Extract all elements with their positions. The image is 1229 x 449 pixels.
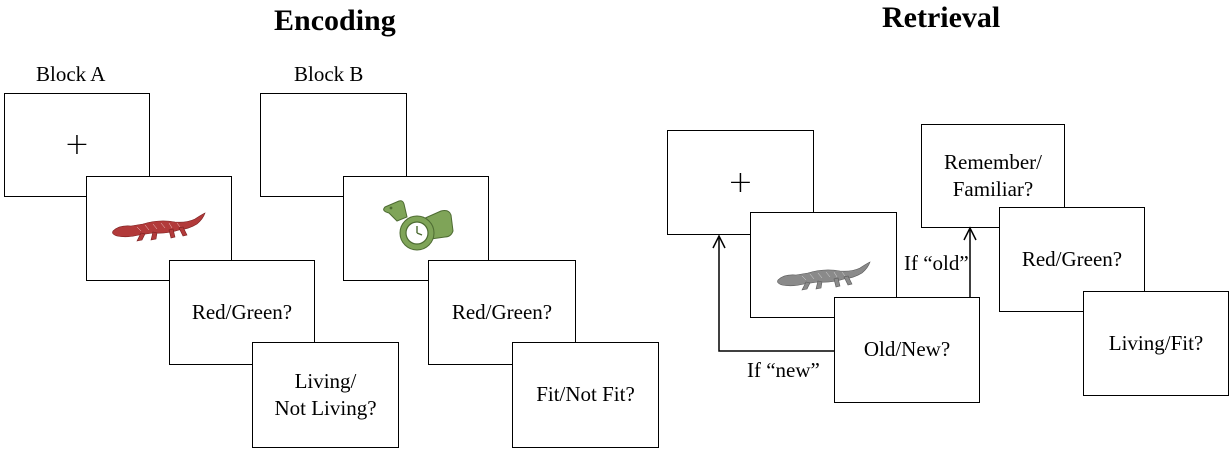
retrieval-fixation-card: + [667,130,814,235]
block-a-color-question: Red/Green? [191,299,293,324]
fixation-cross: + [64,127,90,162]
old-new-question: Old/New? [863,337,951,362]
block-a-label: Block A [36,62,106,86]
if-old-arrowhead [963,226,977,241]
block-b-label: Block B [294,62,364,86]
remember-line1: Remember/ [944,149,1042,174]
living-line2: Not Living? [274,396,377,420]
remember-line2: Familiar? [952,177,1034,201]
if-new-arrow [718,238,834,352]
if-new-label: If “new” [747,358,820,382]
if-new-arrowhead [712,234,726,249]
block-b-color-question: Red/Green? [451,299,553,324]
living-fit-card: Living/Fit? [1083,291,1229,396]
retrieval-title: Retrieval [882,1,1001,34]
retrieval-fixation-cross: + [727,164,754,200]
alligator-icon [109,209,209,249]
block-a-living-question: Living/ Not Living? [274,368,376,423]
gray-alligator-icon [774,258,874,298]
retrieval-image-card [750,212,897,318]
living-line1: Living/ [294,368,357,393]
wristwatch-icon [371,197,461,261]
retrieval-old-new-card: Old/New? [834,297,980,403]
block-b-fit-question-card: Fit/Not Fit? [512,342,659,448]
retrieval-color-question: Red/Green? [1021,246,1123,271]
block-a-living-question-card: Living/ Not Living? [252,342,399,448]
block-b-fit-question: Fit/Not Fit? [536,382,635,407]
remember-familiar-question: Remember/ Familiar? [944,149,1042,204]
if-old-label: If “old” [904,251,969,275]
encoding-title: Encoding [274,4,396,37]
living-fit-question: Living/Fit? [1108,330,1204,355]
